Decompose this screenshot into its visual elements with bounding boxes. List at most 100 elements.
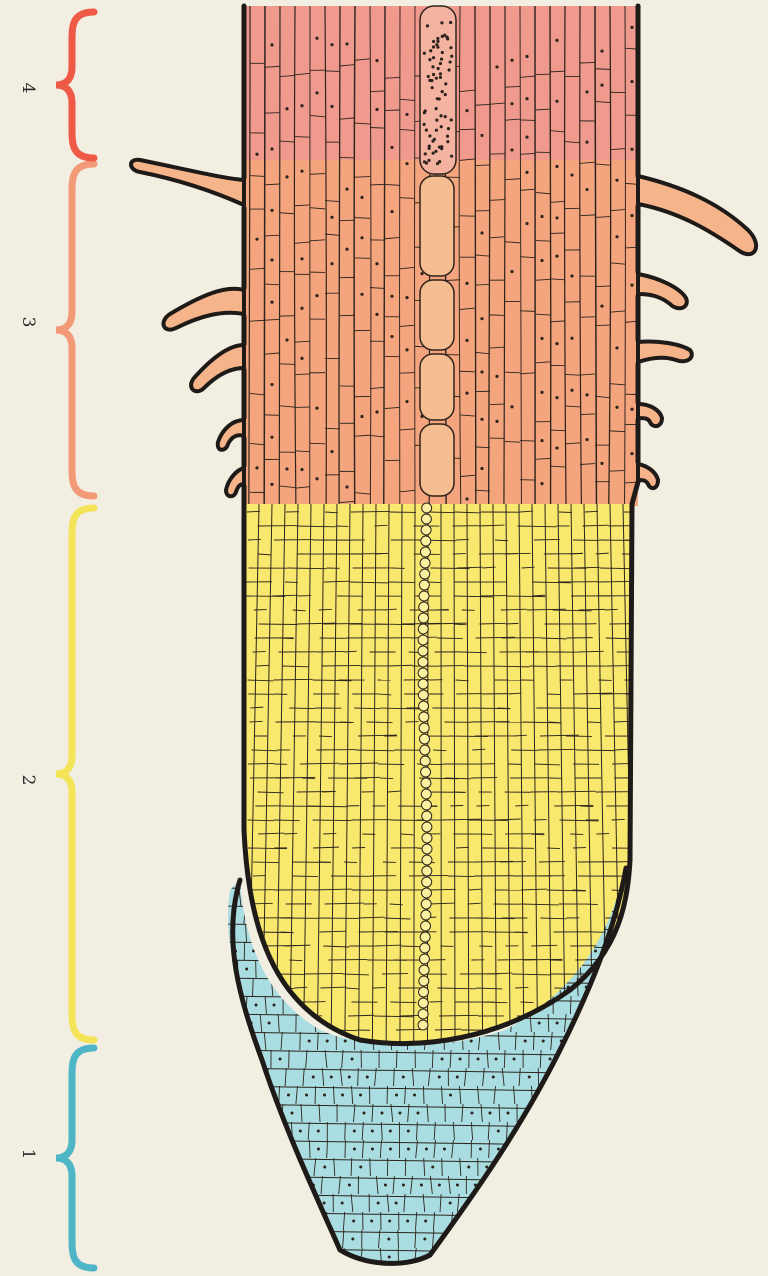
nucleus [330, 450, 333, 453]
nucleus [555, 255, 558, 258]
vessel-dot [435, 119, 438, 122]
nucleus [465, 109, 468, 112]
cell-wall [615, 960, 616, 978]
cell-wall [274, 820, 300, 821]
vessel-bead [419, 712, 429, 722]
nucleus [449, 1094, 452, 1097]
vessel-dot [431, 86, 434, 89]
nucleus [597, 1004, 600, 1007]
nucleus [287, 1202, 290, 1205]
zone-label-1: 1 [18, 1144, 38, 1164]
cell-wall [428, 582, 441, 583]
nucleus [315, 91, 318, 94]
vessel-bead [421, 778, 431, 788]
vessel-dot [439, 114, 442, 117]
cell-wall [535, 1104, 536, 1122]
nucleus [478, 1220, 481, 1223]
nucleus [525, 55, 528, 58]
nucleus [596, 1040, 599, 1043]
nucleus [623, 1130, 626, 1133]
cell-wall [603, 1194, 604, 1212]
nucleus [389, 1130, 392, 1133]
nucleus [420, 1184, 423, 1187]
cell-wall [489, 1212, 490, 1230]
nucleus [279, 986, 282, 989]
cell-wall [236, 1248, 237, 1266]
vessel-dot [428, 144, 431, 147]
vessel-element [420, 280, 454, 350]
root-hair-right-2 [638, 274, 687, 308]
cell-wall [561, 1140, 562, 1158]
vessel-dot [432, 73, 435, 76]
vessel-dot [434, 150, 437, 153]
cell-wall [595, 69, 610, 70]
cell-wall [308, 1266, 309, 1276]
nucleus [540, 259, 543, 262]
cell-wall [513, 1194, 515, 1212]
cell-wall [529, 666, 555, 667]
vessel-element [420, 354, 454, 420]
cell-wall [489, 1266, 491, 1276]
vessel-dot [428, 58, 431, 61]
cell-wall [456, 539, 469, 540]
cell-wall [399, 1266, 400, 1276]
cell-wall [574, 1176, 575, 1194]
nucleus [540, 215, 543, 218]
nucleus [262, 1220, 265, 1223]
nucleus [359, 1094, 362, 1097]
vessel-dot [444, 115, 447, 118]
vessel-bead [422, 800, 432, 810]
nucleus [550, 1256, 553, 1259]
nucleus [425, 1148, 428, 1151]
vessel-bead [422, 855, 432, 865]
nucleus [323, 1166, 326, 1169]
zone-division-fill [244, 504, 632, 1043]
nucleus [549, 1238, 552, 1241]
nucleus [287, 1094, 290, 1097]
nucleus [375, 108, 378, 111]
nucleus [371, 1130, 374, 1133]
vessel-dot [432, 45, 435, 48]
nucleus [578, 1112, 581, 1115]
nucleus [480, 370, 483, 373]
cell-wall [345, 1122, 346, 1140]
nucleus [353, 1130, 356, 1133]
vessel-bead [419, 591, 429, 601]
nucleus [375, 59, 378, 62]
cell-wall [610, 1068, 611, 1086]
cell-wall [351, 511, 390, 512]
cell-wall [596, 1140, 598, 1158]
nucleus [567, 1238, 570, 1241]
cell-wall [604, 1158, 605, 1176]
nucleus [315, 477, 318, 480]
nucleus [477, 1058, 480, 1061]
nucleus [540, 391, 543, 394]
vessel-dot [430, 79, 433, 82]
cell-wall [524, 1248, 525, 1266]
nucleus [456, 1076, 459, 1079]
nucleus [315, 37, 318, 40]
cell-wall [550, 6, 551, 504]
nucleus [570, 337, 573, 340]
cell-wall [297, 1194, 299, 1212]
vessel-dot [450, 55, 453, 58]
cell-wall [460, 129, 475, 130]
cell-wall [370, 127, 385, 128]
nucleus [550, 1220, 553, 1223]
nucleus [273, 1004, 276, 1007]
cell-wall [602, 1086, 604, 1104]
cell-wall [495, 1194, 496, 1212]
vessel-dot [450, 118, 453, 121]
vessel-bead [420, 756, 430, 766]
nucleus [255, 466, 258, 469]
nucleus [510, 1184, 513, 1187]
nucleus [323, 1094, 326, 1097]
vessel-dot [432, 40, 435, 43]
cell-wall [631, 736, 657, 737]
nucleus [582, 1076, 585, 1079]
nucleus [600, 462, 603, 465]
nucleus [299, 1130, 302, 1133]
nucleus [402, 1184, 405, 1187]
cell-wall [633, 1122, 634, 1140]
vessel-bead [418, 1009, 428, 1019]
